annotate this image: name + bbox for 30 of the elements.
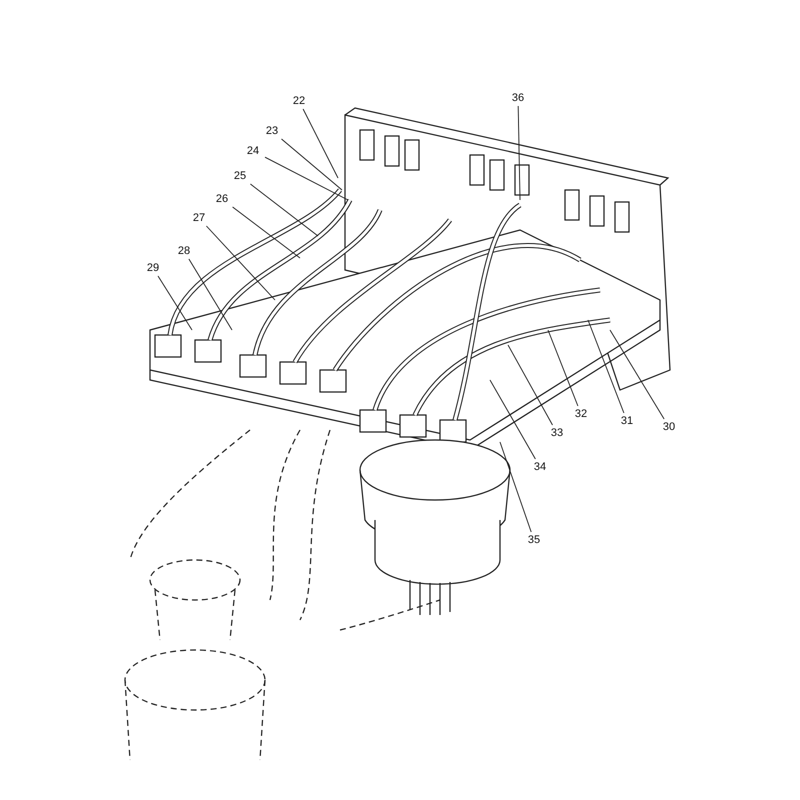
leader-line	[206, 226, 276, 300]
leader-line	[610, 330, 665, 420]
callout-number: 29	[142, 261, 164, 275]
leader-line	[158, 276, 192, 330]
leader-line	[281, 138, 342, 190]
leader-line	[500, 442, 532, 532]
callout-number: 32	[570, 407, 592, 421]
leader-line	[232, 206, 300, 258]
leader-line	[188, 258, 232, 330]
callout-number: 36	[507, 91, 529, 105]
callout-number: 27	[188, 211, 210, 225]
callout-number: 24	[242, 144, 264, 158]
callout-number: 30	[658, 420, 680, 434]
leader-line	[250, 184, 318, 236]
leader-line	[490, 380, 536, 460]
callout-number: 22	[288, 94, 310, 108]
callout-number: 28	[173, 244, 195, 258]
callout-number: 35	[523, 533, 545, 547]
leader-line	[548, 330, 578, 406]
leader-line	[518, 106, 520, 200]
leader-line	[588, 320, 624, 414]
callout-number: 23	[261, 124, 283, 138]
callout-number: 31	[616, 414, 638, 428]
callout-number: 26	[211, 192, 233, 206]
leader-line	[264, 156, 348, 200]
leader-line	[508, 344, 553, 426]
callout-number: 25	[229, 169, 251, 183]
leader-line	[302, 108, 338, 178]
callout-number: 34	[529, 460, 551, 474]
callout-number: 33	[546, 426, 568, 440]
